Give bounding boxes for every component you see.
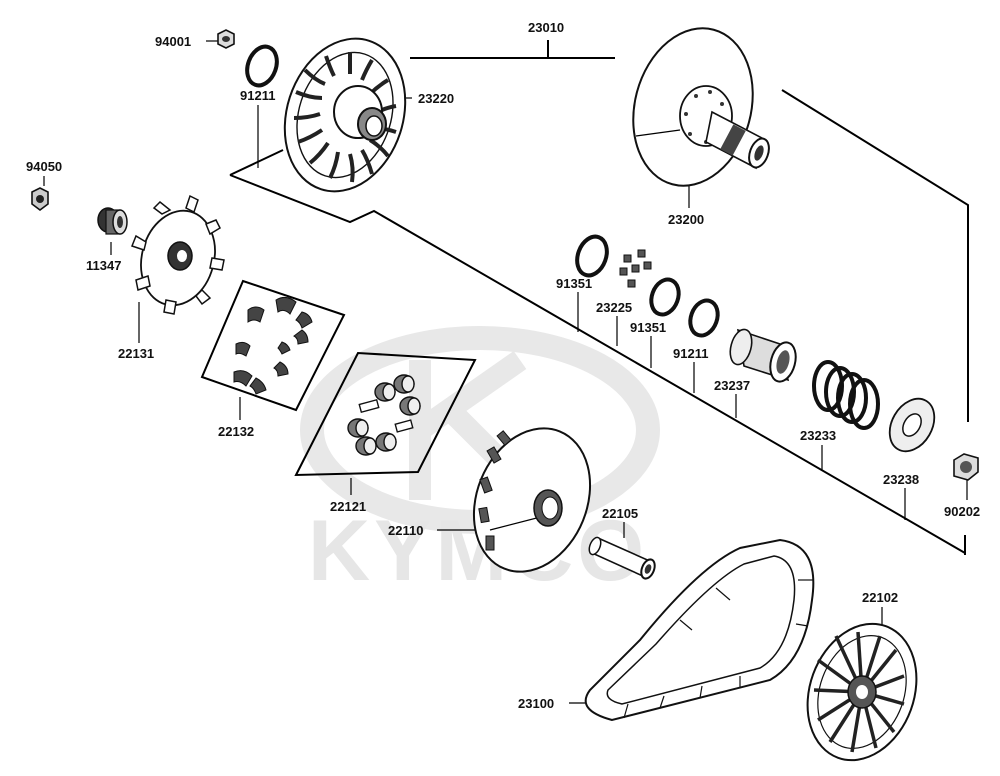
label-22132: 22132 (218, 424, 254, 439)
kymco-watermark: KYMCO (300, 326, 660, 599)
line-main-diagonal (229, 174, 966, 554)
part-90202-nut (953, 453, 979, 481)
part-23238-washer (888, 397, 936, 453)
line-left-upper (229, 149, 284, 176)
label-11347: 11347 (86, 258, 121, 273)
part-22110-drive-face (472, 427, 592, 573)
part-91211-oring-upper (245, 44, 279, 88)
part-22132-slider-set (200, 279, 346, 412)
part-22131-ramp-plate (131, 194, 225, 315)
label-22121: 22121 (330, 499, 366, 514)
part-22102-fan (806, 622, 918, 762)
label-23010: 23010 (528, 20, 564, 35)
part-23220-finned-sheave (283, 37, 407, 193)
part-94050-nut (31, 187, 49, 211)
part-94001-nut (217, 29, 235, 49)
label-91351-a: 91351 (556, 276, 592, 291)
part-22121-roller-set (294, 351, 477, 477)
label-22102: 22102 (862, 590, 898, 605)
part-23100-belt (584, 538, 815, 722)
label-94001: 94001 (155, 34, 191, 49)
label-23237: 23237 (714, 378, 750, 393)
label-91211-upper: 91211 (240, 88, 275, 103)
part-91351-oring-b (649, 277, 681, 317)
line-right-frame (781, 89, 969, 422)
label-91351-b: 91351 (630, 320, 666, 335)
label-23233: 23233 (800, 428, 836, 443)
part-91351-oring-a (575, 234, 609, 278)
label-23100: 23100 (518, 696, 554, 711)
label-23238: 23238 (883, 472, 919, 487)
label-23220: 23220 (418, 91, 454, 106)
label-90202: 90202 (944, 504, 980, 519)
part-91211-oring-lower (688, 298, 720, 338)
part-23200-driven-face (632, 27, 770, 187)
label-91211-lower: 91211 (673, 346, 708, 361)
part-22105-bushing (588, 536, 656, 580)
label-23225: 23225 (596, 300, 632, 315)
label-22110: 22110 (388, 523, 423, 538)
assembly-lines (229, 40, 969, 555)
label-22131: 22131 (118, 346, 154, 361)
part-23233-spring (812, 360, 880, 430)
part-23237-collar (729, 328, 797, 383)
part-labels: 94001 91211 23220 23010 94050 11347 2213… (26, 20, 980, 711)
label-22105: 22105 (602, 506, 638, 521)
label-94050: 94050 (26, 159, 62, 174)
part-23225-pins (619, 249, 652, 288)
label-23200: 23200 (668, 212, 704, 227)
part-11347-collar (97, 207, 128, 235)
